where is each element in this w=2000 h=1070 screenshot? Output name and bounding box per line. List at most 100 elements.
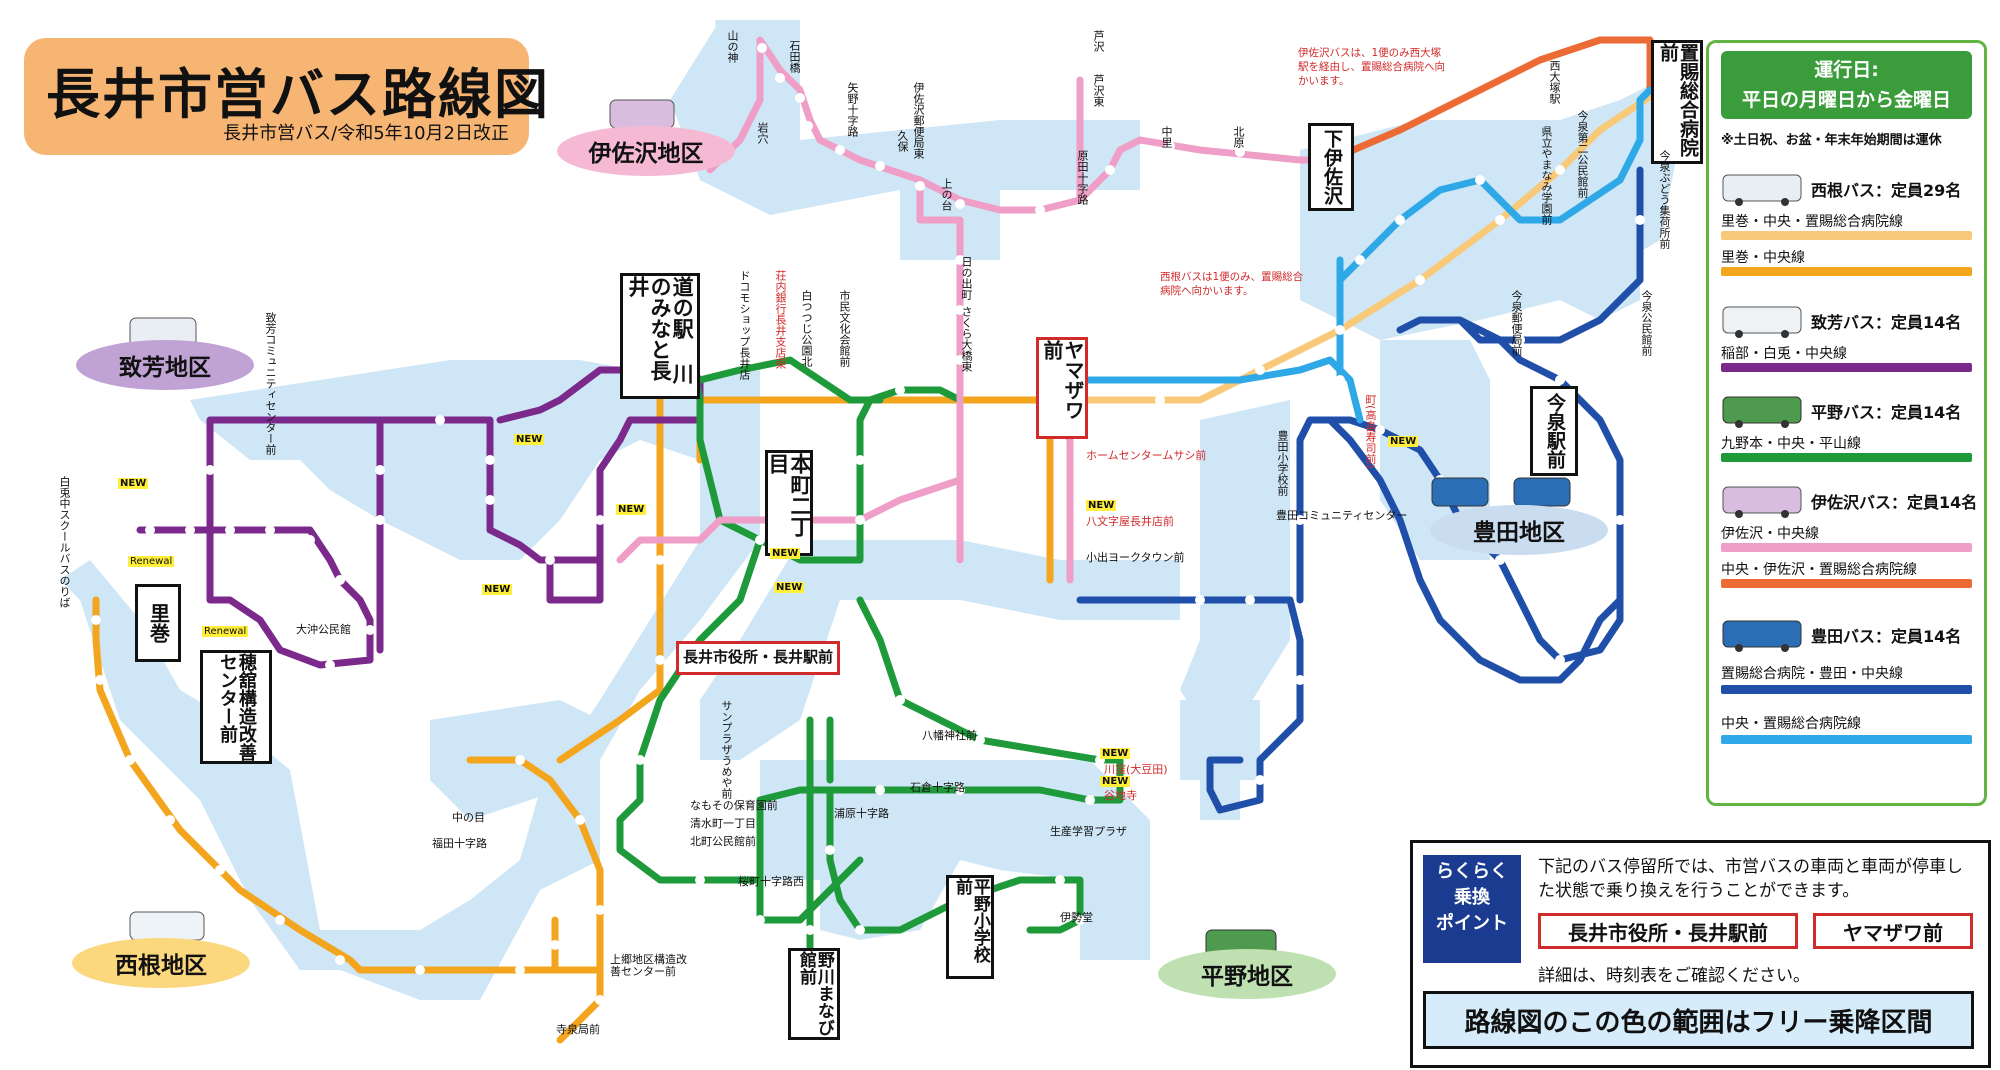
stop-home-center[interactable]: ホームセンタームサシ前 <box>1086 449 1207 462</box>
stop-ashizawa[interactable]: 芦沢 <box>1092 30 1105 52</box>
hub-hirano-school[interactable]: 平野小学校前 <box>946 875 994 979</box>
stop-chiyoshi-community[interactable]: 致芳コミュニティセンター前 <box>264 312 277 455</box>
stop-shonai-bank[interactable]: 荘内銀行長井支店東 <box>774 270 787 369</box>
stop-imaizumi-yubin[interactable]: 今泉郵便局前 <box>1510 290 1523 356</box>
stop-ishidahashi[interactable]: 石田橋 <box>788 40 801 73</box>
stop-nasono-hoikuen[interactable]: なもその保育園前 <box>690 799 778 812</box>
transfer-badge: らくらく 乗換 ポイント <box>1423 855 1521 963</box>
new-tag: NEW <box>118 478 149 489</box>
hub-shimoisazawa[interactable]: 下伊佐沢 <box>1308 123 1354 211</box>
renewal-tag: Renewal <box>202 626 249 637</box>
stop-ooki-kouminkan[interactable]: 大沖公民館 <box>296 623 351 636</box>
hub-yamazawa[interactable]: ヤマザワ前 <box>1036 337 1088 439</box>
area-chiyoshi: 致芳地区 <box>76 340 254 390</box>
legend-line-label: 里巻・中央線 <box>1721 250 1805 266</box>
hub-michinoeki[interactable]: 道の駅 川のみなと長井 <box>620 273 700 399</box>
transfer-stop-shiyakusho[interactable]: 長井市役所・長井駅前 <box>1538 913 1798 949</box>
transfer-info-panel: らくらく 乗換 ポイント 下記のバス停留所では、市営バスの車両と車両が停車した状… <box>1410 840 1991 1068</box>
stop-nakanome[interactable]: 中の目 <box>452 811 485 824</box>
legend-bus-title: 平野バス：定員14名 <box>1811 403 1962 422</box>
stop-fukuda-juji[interactable]: 福田十字路 <box>432 837 487 850</box>
stop-terazumi[interactable]: 寺泉局前 <box>556 1023 600 1036</box>
hub-honmachi[interactable]: 本町二丁目 <box>765 450 813 556</box>
legend-line-bar <box>1721 231 1972 240</box>
legend-nishine: 西根バス：定員29名 里巻・中央・置賜総合病院線 里巻・中央線 <box>1721 159 1972 279</box>
stop-hinodecho[interactable]: 日の出町 <box>960 256 973 300</box>
note-nishine-bus: 西根バスは1便のみ、置賜総合病院へ向かいます。 <box>1160 271 1304 297</box>
hub-okitama-hospital[interactable]: 置賜総合病院前 <box>1651 40 1703 164</box>
stop-sunplaza[interactable]: サンプラザうめや前 <box>720 700 733 799</box>
transfer-detail: 詳細は、時刻表をご確認ください。 <box>1538 966 1810 986</box>
legend-bus-title: 西根バス：定員29名 <box>1811 181 1962 200</box>
page-title: 長井市営バス路線図 <box>46 63 550 126</box>
new-tag: NEW <box>774 582 805 593</box>
transfer-stop-yamazawa[interactable]: ヤマザワ前 <box>1813 913 1973 949</box>
stop-yahata-jinja[interactable]: 八幡神社前 <box>922 729 977 742</box>
legend-note: ※土日祝、お盆・年末年始期間は運休 <box>1721 133 1942 148</box>
hub-satomaki[interactable]: 里巻 <box>135 584 181 662</box>
stop-imaizumi-kouminkan[interactable]: 今泉公民館前 <box>1640 290 1653 356</box>
stop-kitamachi[interactable]: 北町公民館前 <box>690 835 756 848</box>
legend-hirano: 平野バス：定員14名 九野本・中央・平山線 <box>1721 381 1972 501</box>
stop-koide-yorktown[interactable]: 小出ヨークタウン前 <box>1086 551 1185 564</box>
stop-nishiotsuka[interactable]: 西大塚駅 <box>1548 60 1561 104</box>
legend-line-label: 伊佐沢・中央線 <box>1721 526 1819 542</box>
stop-sakura-juji[interactable]: 桜町十字路西 <box>738 875 804 888</box>
legend-line-label: 中央・置賜総合病院線 <box>1721 716 1861 732</box>
stop-tanichi-tera[interactable]: 谷地寺 <box>1104 789 1137 802</box>
stop-kawakubo[interactable]: 川窪(大豆田) <box>1104 763 1168 776</box>
legend-line-bar <box>1721 453 1972 462</box>
stop-toyoda-school[interactable]: 豊田小学校前 <box>1276 430 1289 496</box>
stop-kaminodai[interactable]: 上の台 <box>940 178 953 211</box>
stop-kitahara[interactable]: 北原 <box>1232 126 1245 148</box>
stop-dots <box>91 43 1645 1005</box>
stop-izumido[interactable]: 伊勢堂 <box>1060 911 1093 924</box>
transfer-badge-line2: 乗換 <box>1454 887 1490 908</box>
hub-kouseikaizen[interactable]: 穂舘構造改善センター前 <box>200 650 272 764</box>
legend-bus-title: 致芳バス：定員14名 <box>1811 313 1962 332</box>
hub-imaizumi-station[interactable]: 今泉駅前 <box>1530 386 1578 476</box>
route-chiyoshi-b <box>546 556 604 604</box>
stop-shiroishi-bus[interactable]: 白兎中スクールバスのりば <box>58 476 71 608</box>
new-tag: NEW <box>482 584 513 595</box>
stop-kamigo-center[interactable]: 上郷地区構造改善センター前 <box>610 953 687 978</box>
stop-yanojuji[interactable]: 矢野十字路 <box>846 82 859 137</box>
route-toyoda-hospital <box>1076 86 1654 424</box>
legend-chiyoshi: 致芳バス：定員14名 稲部・白兎・中央線 <box>1721 291 1972 411</box>
stop-imaizumi-daini[interactable]: 今泉第二公民館前 <box>1576 110 1589 198</box>
stop-docomo[interactable]: ドコモショップ長井店 <box>738 270 751 380</box>
area-hirano: 平野地区 <box>1158 949 1336 999</box>
stop-toyoda-community[interactable]: 豊田コミュニティセンター <box>1276 509 1408 522</box>
new-tag: NEW <box>514 434 545 445</box>
stop-hachimonji[interactable]: 八文字屋長井店前 <box>1086 515 1174 528</box>
stop-kenritsu-yamanami[interactable]: 県立やまなみ学園前 <box>1540 126 1553 225</box>
stop-shimin-bunka[interactable]: 市民文化会館前 <box>838 290 851 367</box>
toyoda-bus-icon <box>1722 620 1802 652</box>
free-zone-note: 路線図のこの色の範囲はフリー乗降区間 <box>1423 991 1974 1049</box>
stop-yamanokami[interactable]: 山の神 <box>726 30 739 63</box>
stop-seisan-plaza[interactable]: 生産学習プラザ <box>1050 825 1127 838</box>
stop-imaizumi-budou[interactable]: 今泉ぶどう集荷所前 <box>1658 150 1671 249</box>
stop-isazawa-yubin[interactable]: 伊佐沢郵便局東 <box>912 82 925 159</box>
stop-ishikura-juji[interactable]: 石倉十字路 <box>910 781 965 794</box>
hub-nogawa-manabi[interactable]: 野川まなび館前 <box>788 948 840 1040</box>
stop-shiratsutsuji[interactable]: 白つつじ公園北 <box>800 290 813 367</box>
stop-ashizawa-higashi[interactable]: 芦沢東 <box>1092 74 1105 107</box>
area-isazawa: 伊佐沢地区 <box>557 126 735 176</box>
stop-iwaana[interactable]: 岩穴 <box>756 122 769 144</box>
stop-haradajuji[interactable]: 原田十字路 <box>1076 150 1089 205</box>
legend-header-line1: 運行日: <box>1814 59 1879 81</box>
stop-sakura-ohashi[interactable]: さくら大橋東 <box>960 306 973 372</box>
legend-panel: 運行日: 平日の月曜日から金曜日 ※土日祝、お盆・年末年始期間は運休 西根バス：… <box>1706 40 1987 806</box>
transfer-badge-line1: らくらく <box>1436 861 1508 882</box>
stop-nakasato[interactable]: 中里 <box>1160 126 1173 148</box>
stop-machi-ashizaki[interactable]: 町(高畠寿司前) <box>1364 394 1377 469</box>
new-tag: NEW <box>1086 500 1117 511</box>
stop-hosoura-juji[interactable]: 浦原十字路 <box>834 807 889 820</box>
map-title-panel: 長井市営バス路線図 長井市営バス/令和5年10月2日改正 <box>24 38 548 155</box>
stop-seisui-1chome[interactable]: 清水町一丁目 <box>690 817 756 830</box>
transfer-description: 下記のバス停留所では、市営バスの車両と車両が停車した状態で乗り換えを行うことがで… <box>1538 857 1963 901</box>
stop-kubo[interactable]: 久保 <box>896 130 909 152</box>
hub-shiyakusho[interactable]: 長井市役所・長井駅前 <box>676 641 840 675</box>
route-nishine-main <box>92 396 664 1044</box>
